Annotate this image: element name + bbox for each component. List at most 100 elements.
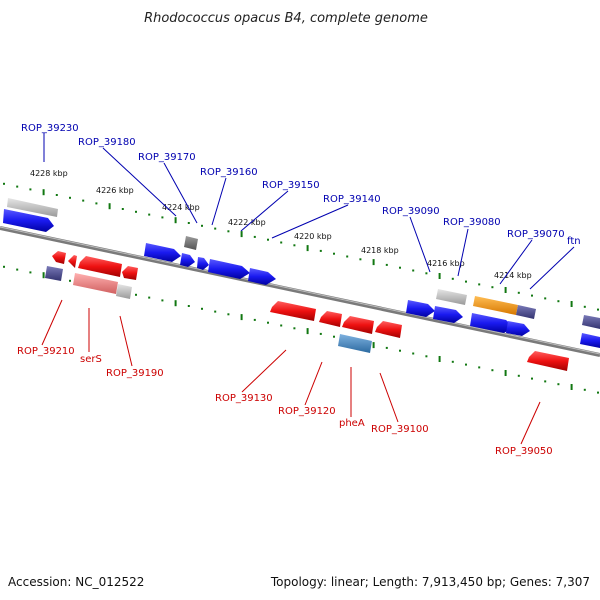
forward-minor-tick [319,249,322,252]
forward-minor-tick [425,272,428,275]
label-rop-39090[interactable]: ROP_39090 [382,206,440,217]
leader-ftn [529,246,575,290]
label-rop-39050[interactable]: ROP_39050 [495,446,553,457]
leader-rop-39100 [379,372,399,423]
gene-rop-39150[interactable] [208,259,250,279]
gene-rop-39205[interactable] [68,255,77,268]
forward-tick-row [3,182,599,311]
label-ftn[interactable]: ftn [567,236,581,247]
forward-minor-tick [55,194,58,196]
label-rop-39070[interactable]: ROP_39070 [507,229,565,240]
label-rop-39100[interactable]: ROP_39100 [371,424,429,435]
reverse-minor-tick [333,335,335,338]
tick-label-4220: 4220 kbp [294,232,332,241]
forward-minor-tick [121,208,124,210]
label-sers[interactable]: serS [80,354,102,365]
reverse-minor-tick [451,360,454,363]
gene-rop-39200[interactable] [78,256,122,277]
gene-rop-39050[interactable] [527,351,569,371]
forward-major-tick [108,203,111,210]
gene-rop-39110[interactable] [342,316,374,334]
gene-ftn[interactable] [506,321,530,336]
tick-label-4226: 4226 kbp [96,186,134,195]
label-rop-39160[interactable]: ROP_39160 [200,167,258,178]
leader-rop-39150 [240,190,289,232]
forward-minor-tick [227,230,230,233]
reverse-minor-tick [187,305,190,307]
gene-rop-39190[interactable] [116,284,132,299]
forward-minor-tick [412,269,415,272]
label-rop-39150[interactable]: ROP_39150 [262,180,320,191]
label-phea[interactable]: pheA [339,418,365,429]
tick-label-4214: 4214 kbp [494,271,532,280]
gene-rop-39070[interactable] [516,305,536,319]
reverse-major-tick [240,314,243,321]
gene-rop-39090[interactable] [436,289,467,305]
leader-rop-39160 [211,177,227,226]
gene-rop-39055[interactable] [580,333,600,348]
reverse-major-tick [174,300,177,307]
reverse-minor-tick [425,355,428,358]
gene-rop-39080[interactable] [473,296,518,315]
label-rop-39080[interactable]: ROP_39080 [443,217,501,228]
forward-minor-tick [333,252,335,255]
gene-rop-39130[interactable] [270,301,316,321]
forward-minor-tick [135,210,137,213]
gene-rop-39220[interactable] [3,209,54,232]
reverse-minor-tick [385,346,388,349]
reverse-minor-tick [412,352,415,355]
gene-rop-39140[interactable] [248,268,276,285]
label-rop-39230[interactable]: ROP_39230 [21,123,79,134]
forward-minor-tick [214,227,217,230]
gene-rop-39100[interactable] [375,321,402,338]
reverse-minor-tick [319,332,322,335]
reverse-minor-tick [399,349,401,352]
reverse-major-tick [42,272,45,279]
forward-major-tick [372,259,375,266]
reverse-minor-tick [135,293,137,296]
forward-major-tick [570,301,573,307]
leader-rop-39190 [119,315,133,367]
gene-phea[interactable] [338,334,372,353]
label-rop-39210[interactable]: ROP_39210 [17,346,75,357]
tick-label-4228: 4228 kbp [30,169,68,178]
gene-sers[interactable] [73,273,118,294]
forward-major-tick [438,273,441,279]
tick-label-4218: 4218 kbp [361,246,399,255]
reverse-minor-tick [267,321,269,324]
gene-rop-39085[interactable] [433,306,463,323]
reverse-minor-tick [583,388,586,391]
gene-rop-39180[interactable] [144,243,181,262]
gene-rop-39170[interactable] [184,236,198,250]
gene-rop-39075[interactable] [470,313,514,333]
label-rop-39130[interactable]: ROP_39130 [215,393,273,404]
gene-rop-39195[interactable] [122,266,138,280]
gene-rop-39230[interactable] [7,198,58,217]
label-rop-39190[interactable]: ROP_39190 [106,368,164,379]
gene-rop-39175[interactable] [180,253,195,267]
tick-label-4216: 4216 kbp [427,259,465,268]
reverse-major-tick [372,342,375,349]
forward-minor-tick [16,185,19,188]
reverse-minor-tick [491,369,494,372]
reverse-minor-tick [517,374,520,377]
forward-minor-tick [557,300,560,303]
forward-minor-tick [583,305,586,308]
reverse-minor-tick [465,363,467,366]
gene-rop-39060[interactable] [582,315,600,329]
gene-rop-39095[interactable] [406,300,435,317]
forward-minor-tick [346,255,349,258]
forward-minor-tick [359,258,362,261]
gene-rop-39210a[interactable] [52,251,66,264]
label-rop-39140[interactable]: ROP_39140 [323,194,381,205]
forward-major-tick [174,217,177,224]
label-rop-39170[interactable]: ROP_39170 [138,152,196,163]
gene-rop-39120[interactable] [319,311,342,327]
label-rop-39120[interactable]: ROP_39120 [278,406,336,417]
reverse-minor-tick [69,279,71,282]
reverse-minor-tick [597,391,599,394]
label-rop-39180[interactable]: ROP_39180 [78,137,136,148]
gene-rop-39210[interactable] [45,266,63,281]
gene-rop-39160[interactable] [197,257,209,270]
forward-minor-tick [3,182,5,185]
